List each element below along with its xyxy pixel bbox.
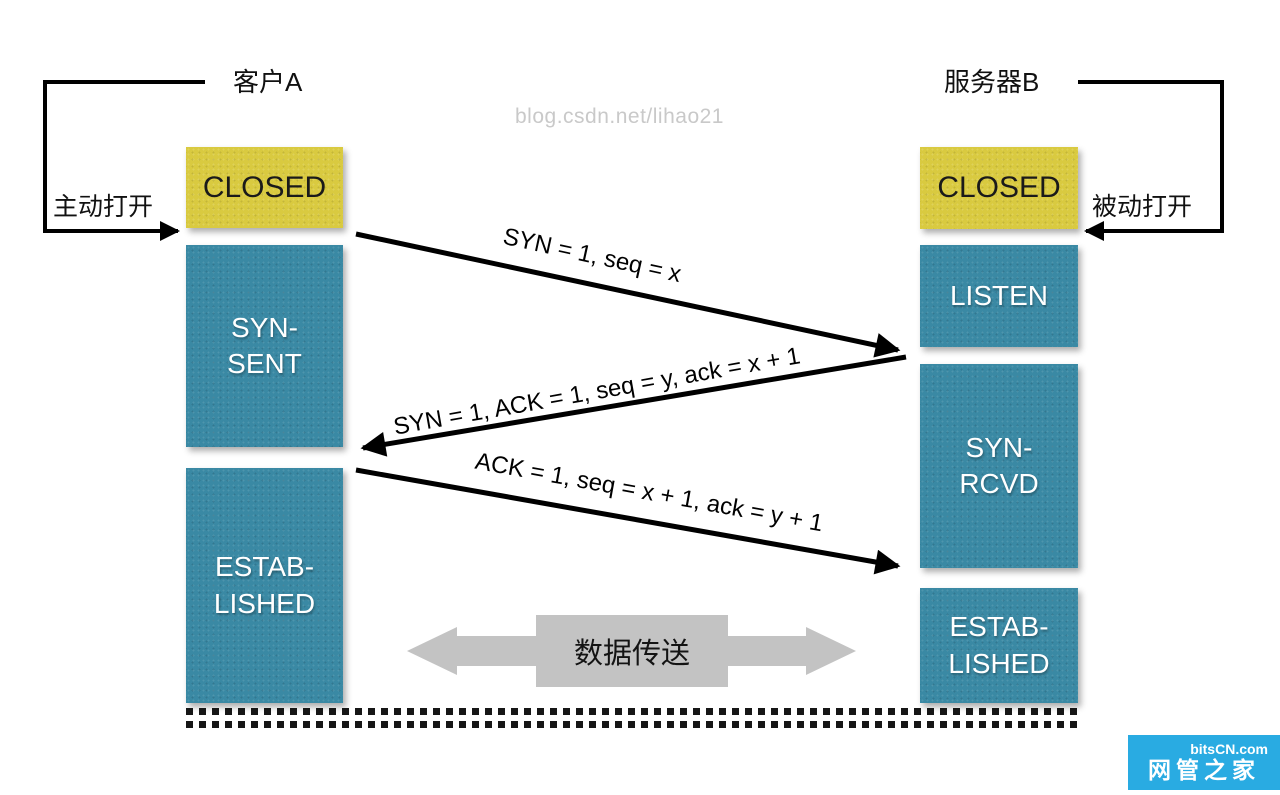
server-state-closed: CLOSED (920, 147, 1078, 229)
server-open-bracket-arrow (1078, 80, 1224, 241)
server-title: 服务器B (944, 67, 1040, 97)
client-active-open-label: 主动打开 (53, 193, 154, 221)
client-state-syn-sent: SYN- SENT (186, 245, 343, 447)
server-state-listen: LISTEN (920, 245, 1078, 347)
bitscn-logo-domain: bitsCN.com (1190, 740, 1268, 757)
syn-arrow (355, 231, 901, 358)
bitscn-logo: bitsCN.com 网管之家 (1128, 735, 1280, 790)
ack-arrow (355, 467, 901, 575)
server-state-established: ESTAB- LISHED (920, 588, 1078, 703)
data-transfer-label: 数据传送 (573, 638, 690, 670)
syn-ack-arrow (360, 354, 907, 457)
server-state-syn-rcvd: SYN- RCVD (920, 364, 1078, 568)
client-title: 客户A (233, 67, 303, 97)
watermark-text: blog.csdn.net/lihao21 (515, 105, 724, 128)
server-passive-open-label: 被动打开 (1092, 193, 1193, 221)
client-open-bracket-arrow (43, 80, 205, 241)
bottom-dotted-line-2 (186, 721, 1078, 728)
bitscn-logo-name: 网管之家 (1148, 756, 1260, 783)
client-state-established: ESTAB- LISHED (186, 468, 343, 703)
bottom-dotted-line-1 (186, 708, 1078, 715)
data-transfer-double-arrow (407, 615, 856, 687)
client-state-closed: CLOSED (186, 147, 343, 228)
